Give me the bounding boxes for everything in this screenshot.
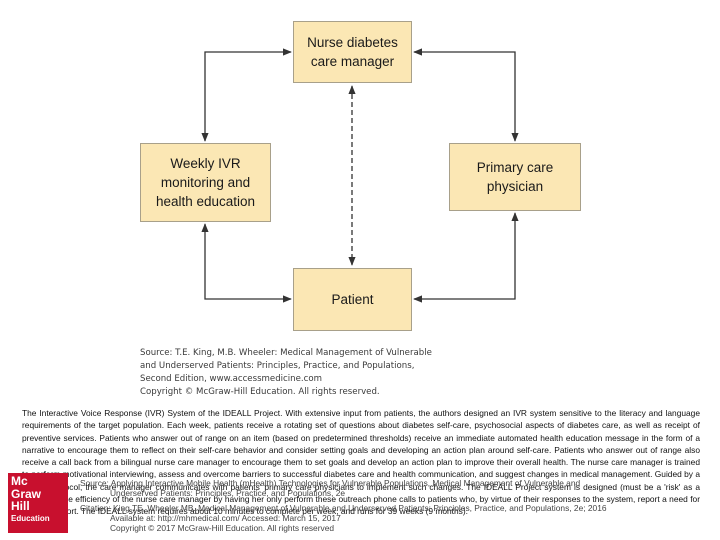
- logo-text: Education: [11, 513, 50, 523]
- node-label: Nurse diabetes care manager: [307, 35, 398, 69]
- credit-line: Second Edition, www.accessmedicine.com: [140, 374, 322, 384]
- edge-top-left: [201, 48, 292, 142]
- copyright-line: Copyright © 2017 McGraw-Hill Education. …: [110, 523, 335, 533]
- logo-text: Hill: [11, 499, 30, 513]
- node-nurse-diabetes-care-manager: Nurse diabetes care manager: [293, 21, 412, 83]
- credit-line: Source: T.E. King, M.B. Wheeler: Medical…: [140, 348, 432, 358]
- node-weekly-ivr-monitoring: Weekly IVR monitoring and health educati…: [140, 143, 271, 222]
- available-line: Available at: http://mhmedical.com/ Acce…: [110, 513, 341, 523]
- diagram-connectors: [201, 48, 519, 303]
- node-label: Weekly IVR monitoring and health educati…: [155, 156, 256, 209]
- mcgraw-hill-logo: Mc Graw Hill Education: [8, 473, 68, 533]
- credit-line: Copyright © McGraw-Hill Education. All r…: [140, 387, 380, 397]
- figure-caption: The Interactive Voice Response (IVR) Sys…: [22, 408, 700, 517]
- citation-line: Citation: King TE, Wheeler MB. Medical M…: [80, 503, 607, 513]
- credit-line: and Underserved Patients: Principles, Pr…: [140, 361, 415, 371]
- source-line: Source: Applying Interactive Mobile Heal…: [80, 478, 581, 488]
- edge-top-right: [413, 48, 519, 142]
- logo-text: Mc: [11, 474, 28, 488]
- node-patient: Patient: [293, 268, 412, 331]
- edge-right-bottom: [413, 212, 519, 303]
- logo-text: Graw: [11, 486, 42, 501]
- figure-source-credit: Source: T.E. King, M.B. Wheeler: Medical…: [140, 347, 580, 399]
- edge-left-bottom: [201, 223, 292, 303]
- node-primary-care-physician: Primary care physician: [449, 143, 581, 211]
- source-line: Underserved Patients: Principles, Practi…: [110, 488, 346, 498]
- node-label: Primary care physician: [476, 160, 554, 194]
- node-label: Patient: [331, 292, 374, 307]
